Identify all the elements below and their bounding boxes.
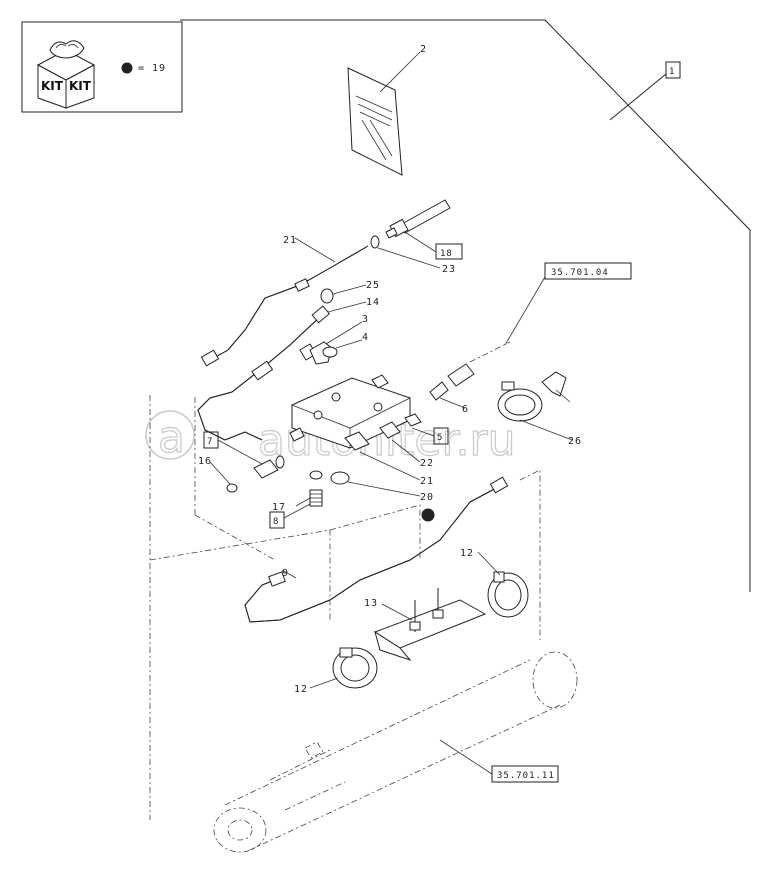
o-ring-16: [226, 483, 238, 493]
kit-label-left: KIT: [41, 79, 64, 93]
callout-12-left: 12: [294, 684, 308, 695]
kit-dot-icon: [121, 62, 133, 74]
callout-6: 6: [462, 404, 469, 415]
callout-16: 16: [198, 456, 212, 467]
manual-booklet: [347, 67, 403, 176]
o-ring-20: [330, 471, 350, 485]
callout-8: 8: [273, 517, 279, 527]
kit-legend-box: KIT KIT = 19: [21, 21, 183, 113]
callout-20: 20: [420, 492, 434, 503]
kit-legend-text: = 19: [138, 63, 166, 74]
plug-17: [309, 489, 323, 507]
callout-9: 9: [282, 568, 289, 579]
kit-outline-line: [180, 19, 751, 592]
callout-7: 7: [207, 437, 213, 447]
assembly-dashed-outline: [149, 395, 421, 820]
callout-21-top: 21: [283, 235, 297, 246]
hydraulic-cylinder: [213, 651, 578, 853]
bracket-clip: [541, 371, 571, 403]
reference-top: 35.701.04: [551, 268, 609, 278]
callout-12-right: 12: [460, 548, 474, 559]
callout-22: 22: [420, 458, 434, 469]
adapter-fitting-left: [253, 455, 285, 479]
callout-3: 3: [362, 314, 369, 325]
hose-clamp-26: [497, 381, 543, 422]
callout-5: 5: [437, 433, 443, 443]
hose-14: [197, 305, 331, 441]
callout-4: 4: [362, 332, 369, 343]
reference-bottom: 35.701.11: [497, 771, 555, 781]
fitting-25: [320, 288, 334, 304]
kit-marker-dot: [421, 508, 435, 522]
valve-connector-assembly: [429, 341, 511, 401]
kit-box-icon: KIT KIT: [36, 40, 96, 109]
pipe-21: [200, 245, 369, 367]
callout-18: 18: [440, 249, 453, 259]
callout-26: 26: [568, 436, 582, 447]
callout-2: 2: [420, 44, 427, 55]
o-ring-17: [309, 470, 323, 480]
o-ring-23: [370, 235, 380, 249]
callout-13: 13: [364, 598, 378, 609]
pipe-fitting-18: [385, 199, 451, 239]
mounting-bracket-13: [373, 588, 487, 662]
kit-label-right: KIT: [69, 79, 92, 93]
callout-21-mid: 21: [420, 476, 434, 487]
seal-4: [322, 346, 338, 358]
valve-block: [289, 374, 422, 451]
callout-14: 14: [366, 297, 380, 308]
callout-23: 23: [442, 264, 456, 275]
callout-17: 17: [272, 502, 286, 513]
callout-1: 1: [669, 67, 675, 77]
watermark-logo-letter: a: [158, 412, 185, 463]
callout-25: 25: [366, 280, 380, 291]
hose-clamp-12-right: [487, 571, 529, 618]
hose-clamp-12-left: [332, 647, 378, 689]
